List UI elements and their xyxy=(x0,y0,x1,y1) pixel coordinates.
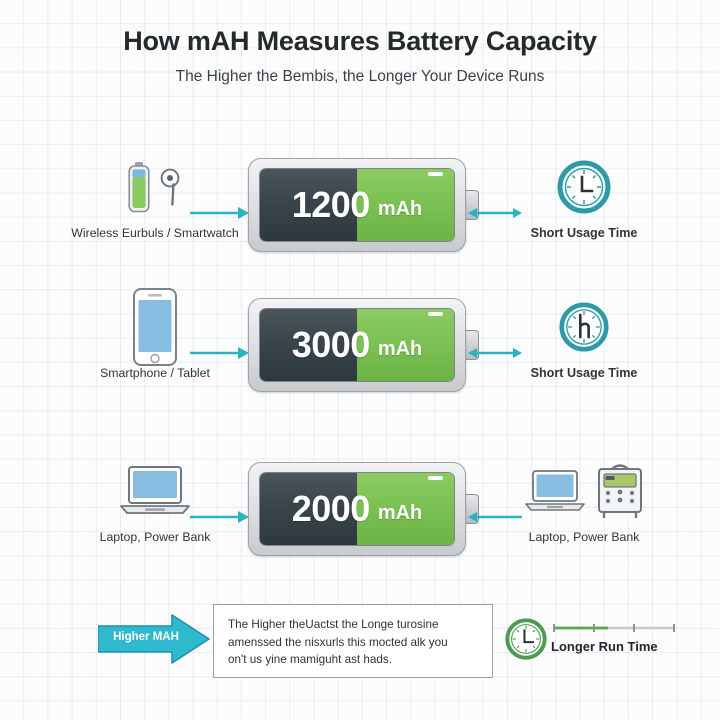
battery-shell: 3000 mAh xyxy=(248,298,466,392)
usage-icon-group xyxy=(478,148,690,226)
battery-window xyxy=(259,308,455,382)
capacity-row-smartphone: Smartphone / Tablet 3000 mAh xyxy=(0,288,720,408)
arrow-right-icon xyxy=(190,207,249,219)
power-bank-icon xyxy=(597,464,642,518)
battery-minus-icon xyxy=(428,476,443,480)
note-line: on't us yine mamiguht ast hads. xyxy=(228,653,392,666)
capacity-row-earbuds: Wireless Eurbuls / Smartwatch 1200 mAh xyxy=(0,148,720,268)
badge-arrow-icon xyxy=(97,614,210,664)
row-left-group: Laptop, Power Bank xyxy=(60,452,250,572)
battery-small-icon xyxy=(127,162,150,213)
page-subtitle: The Higher the Bembis, the Longer Your D… xyxy=(175,68,545,85)
battery-empty-portion xyxy=(260,473,357,545)
bottom-summary: Higher MAH The Higher theUactst the Long… xyxy=(0,598,720,696)
row-left-caption: Wireless Eurbuls / Smartwatch xyxy=(71,226,239,240)
device-icon-group xyxy=(60,148,250,226)
clock-l-icon xyxy=(557,160,611,214)
usage-icon-group xyxy=(478,288,690,366)
capacity-row-laptop: Laptop, Power Bank 2000 mAh xyxy=(0,452,720,572)
row-left-group: Smartphone / Tablet xyxy=(60,288,250,408)
row-right-caption: Laptop, Power Bank xyxy=(528,530,640,544)
battery-shell: 2000 mAh xyxy=(248,462,466,556)
device-icon-group xyxy=(60,452,250,530)
run-time-label: Longer Run Time xyxy=(551,639,658,654)
row-right-group: Short Usage Time xyxy=(478,288,690,408)
battery-empty-portion xyxy=(260,169,357,241)
clock-green-icon xyxy=(505,618,547,660)
row-right-group: Short Usage Time xyxy=(478,148,690,268)
row-left-group: Wireless Eurbuls / Smartwatch xyxy=(60,148,250,268)
battery-window xyxy=(259,472,455,546)
note-line: amenssed the nisxurls this mocted alk yo… xyxy=(228,635,448,649)
summary-note-box: The Higher theUactst the Longe turosine … xyxy=(213,604,493,678)
arrow-double-icon xyxy=(468,208,522,218)
arrow-right-icon xyxy=(190,347,249,359)
smartphone-icon xyxy=(133,288,177,366)
arrow-double-icon xyxy=(468,348,522,358)
battery-graphic: 3000 mAh xyxy=(248,298,479,392)
row-right-caption: Short Usage Time xyxy=(530,366,638,380)
row-left-caption: Laptop, Power Bank xyxy=(99,530,211,544)
row-left-caption: Smartphone / Tablet xyxy=(100,366,210,380)
battery-window xyxy=(259,168,455,242)
row-right-caption: Short Usage Time xyxy=(530,226,638,240)
battery-minus-icon xyxy=(428,172,443,176)
laptop-icon xyxy=(120,466,190,514)
higher-mah-badge: Higher MAH xyxy=(97,614,210,664)
header: How mAH Measures Battery Capacity The Hi… xyxy=(0,24,720,87)
battery-fill-portion xyxy=(357,473,454,545)
note-line: The Higher theUactst the Longe turosine xyxy=(228,618,439,631)
battery-shell: 1200 mAh xyxy=(248,158,466,252)
page-title: How mAH Measures Battery Capacity xyxy=(123,26,597,56)
laptop-icon xyxy=(524,470,585,511)
longer-run-time-group: Longer Run Time xyxy=(505,616,705,672)
battery-empty-portion xyxy=(260,309,357,381)
earbud-icon xyxy=(160,168,179,206)
clock-h-icon xyxy=(559,302,609,352)
run-time-meter xyxy=(553,624,675,632)
battery-fill-portion xyxy=(357,309,454,381)
battery-minus-icon xyxy=(428,312,443,316)
battery-graphic: 1200 mAh xyxy=(248,158,479,252)
arrow-left-icon xyxy=(468,512,522,522)
device-icon-group xyxy=(478,452,690,530)
higher-mah-label: Higher MAH xyxy=(113,631,179,643)
device-icon-group xyxy=(60,288,250,366)
arrow-right-icon xyxy=(190,511,249,523)
battery-fill-portion xyxy=(357,169,454,241)
battery-graphic: 2000 mAh xyxy=(248,462,479,556)
row-right-group: Laptop, Power Bank xyxy=(478,452,690,572)
